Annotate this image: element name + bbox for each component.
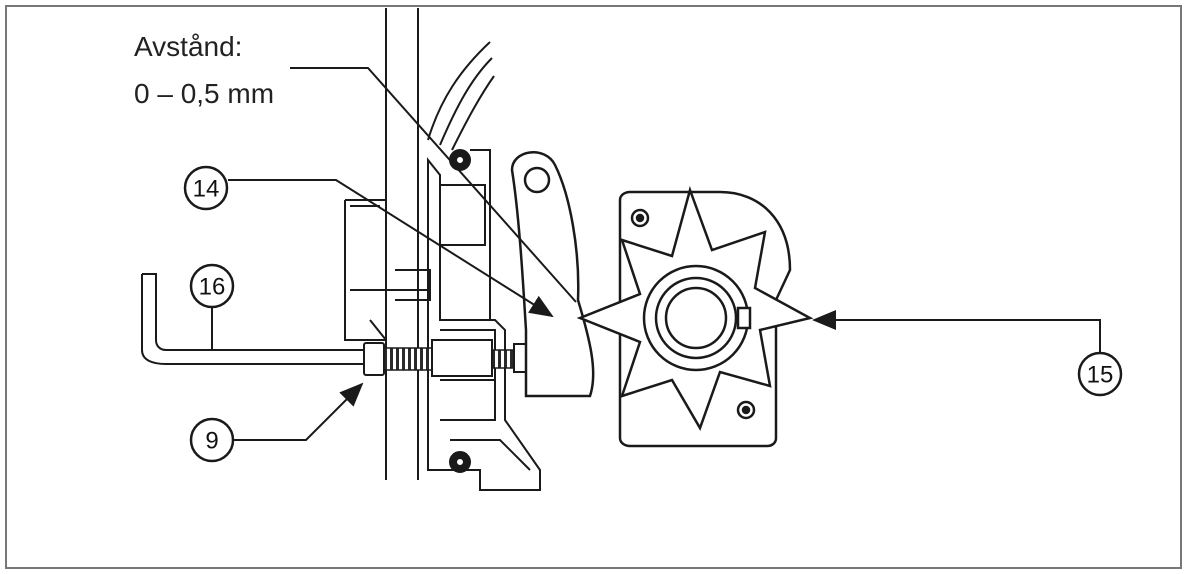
- callout-9-number: 9: [205, 428, 218, 455]
- leader-9: [234, 382, 364, 441]
- leader-14: [228, 179, 554, 318]
- callout-14-number: 14: [193, 176, 220, 203]
- cables: [427, 41, 495, 151]
- frame-part: [427, 149, 541, 491]
- distance-label-line1: Avstånd:: [134, 31, 242, 62]
- leader-distance: [290, 67, 577, 303]
- callout-15-number: 15: [1087, 362, 1114, 389]
- ratchet-wheel: [576, 185, 814, 448]
- callout-16: 16: [189, 263, 235, 309]
- callout-16-number: 16: [199, 274, 226, 301]
- callout-9: 9: [189, 417, 235, 463]
- callout-14: 14: [183, 165, 229, 211]
- hex-key: [141, 273, 364, 365]
- adjustment-screw: [363, 339, 529, 377]
- leader-15: [812, 310, 1101, 352]
- leader-lines: [211, 67, 1101, 441]
- bracket-housing: [344, 199, 431, 341]
- distance-label-line2: 0 – 0,5 mm: [134, 78, 274, 109]
- callout-15: 15: [1077, 351, 1123, 397]
